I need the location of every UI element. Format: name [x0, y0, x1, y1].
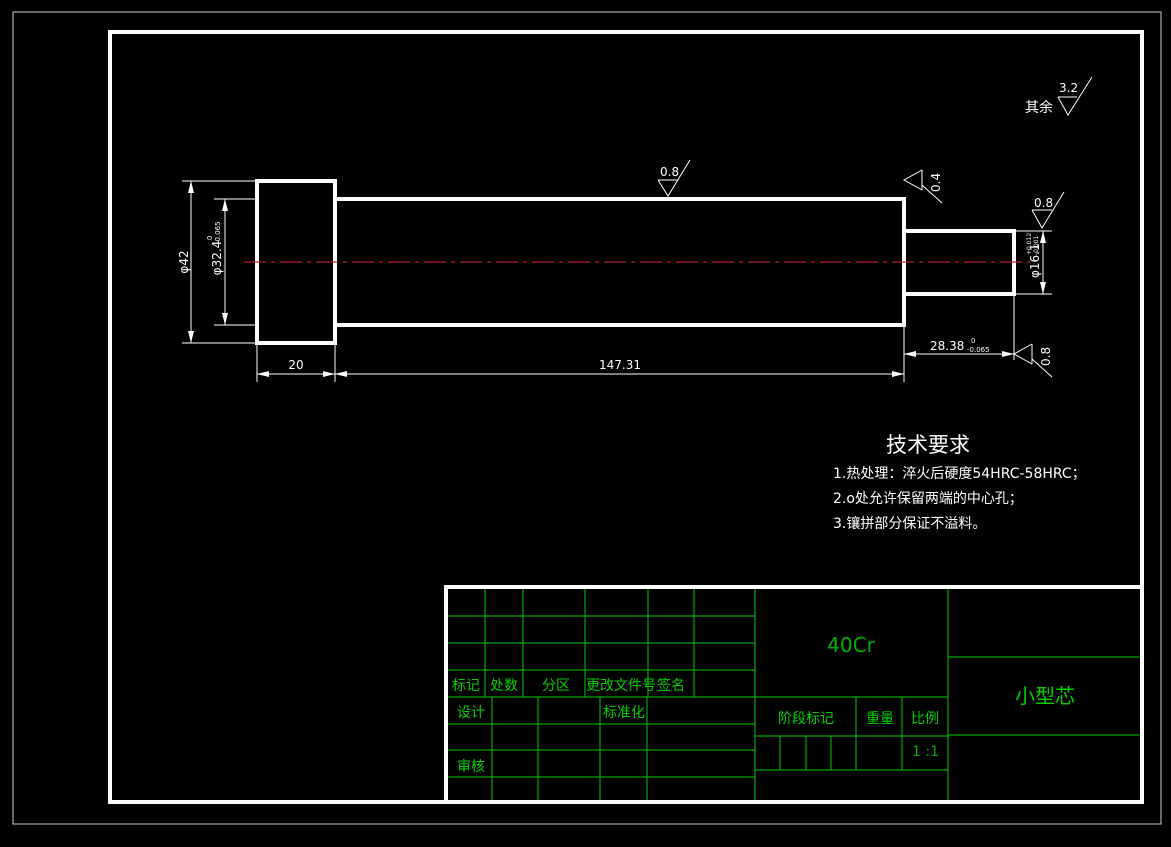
- dim-len-body: 147.31: [599, 358, 641, 372]
- dimension-arrows: [188, 181, 1046, 377]
- dim-dia-inner-tol-bot: -0.065: [214, 221, 222, 244]
- requirements-item-3: 3.镶拼部分保证不溢料。: [833, 515, 986, 532]
- requirements-item-2: 2.o处允许保留两端的中心孔；: [833, 491, 1023, 507]
- tb-part-name: 小型芯: [1015, 684, 1075, 708]
- dim-dia-pin-tol-top: +0.012: [1026, 233, 1033, 255]
- dim-dia-pin-tol-bot: -0.001: [1033, 235, 1040, 255]
- roughness-other-label: 其余: [1025, 99, 1053, 116]
- th-zone: 分区: [542, 678, 570, 694]
- dim-dia-inner: φ32.4: [210, 241, 224, 276]
- dim-dia-inner-tol-top: 0: [206, 236, 214, 240]
- tb-scale-value: 1 :1: [912, 744, 939, 760]
- dim-dia-outer: φ42: [177, 250, 191, 273]
- tb-design: 设计: [457, 705, 485, 721]
- roughness-top: 0.8: [660, 165, 679, 179]
- dim-len-pin-tol-bot: -0.065: [967, 346, 990, 354]
- outer-frame: [12, 11, 1162, 825]
- inner-frame: [108, 30, 1144, 804]
- th-sign: 签名: [657, 677, 685, 694]
- requirements-item-1: 1.热处理：淬火后硬度54HRC-58HRC；: [833, 466, 1086, 482]
- roughness-shoulder: 0.4: [929, 173, 943, 192]
- dim-len-pin-tol-top: 0: [971, 337, 975, 345]
- roughness-pin: 0.8: [1034, 196, 1053, 210]
- requirements-title: 技术要求: [886, 433, 970, 457]
- tb-scale-label: 比例: [911, 711, 939, 727]
- th-count: 处数: [490, 678, 518, 694]
- tb-material: 40Cr: [827, 633, 875, 657]
- th-docno: 更改文件号: [586, 678, 656, 694]
- dim-len-pin: 28.38: [930, 339, 964, 353]
- tb-stage-mark: 阶段标记: [778, 711, 834, 727]
- title-block: 标记 处数 分区 更改文件号 签名 设计 标准化 审核 40Cr 阶段标记 重量…: [444, 585, 1142, 802]
- tb-standardize: 标准化: [603, 705, 645, 721]
- tb-review: 审核: [457, 759, 485, 775]
- roughness-pin-end: 0.8: [1039, 347, 1053, 366]
- dimension-lines: [182, 180, 1052, 382]
- dim-len-head: 20: [288, 358, 303, 372]
- dim-dia-pin: φ16.1: [1028, 243, 1042, 278]
- roughness-other-value: 3.2: [1059, 81, 1078, 95]
- th-mark: 标记: [452, 678, 480, 694]
- roughness-symbols: [657, 76, 1093, 378]
- tb-weight: 重量: [866, 711, 894, 727]
